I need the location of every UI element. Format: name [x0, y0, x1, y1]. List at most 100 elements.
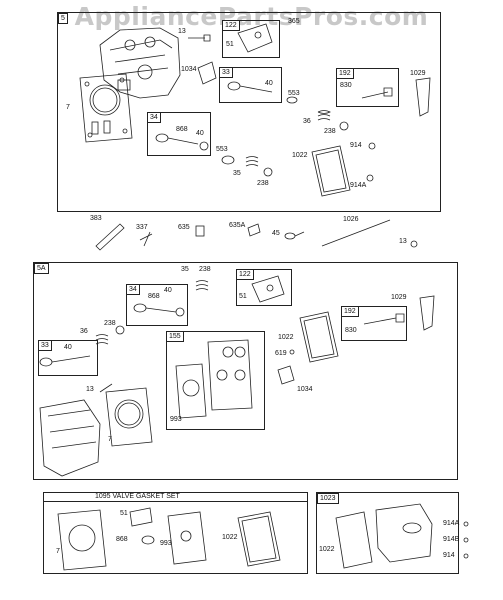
callout-tag-33-a: 33: [219, 67, 233, 78]
head-gasket-b-part: [105, 387, 153, 447]
set-gasket-993-part: [167, 511, 207, 565]
screw-914-part: [368, 142, 376, 150]
seal-553-part: [286, 96, 298, 104]
label-830-a: 830: [340, 82, 352, 89]
callout-tag-34-b: 34: [126, 284, 140, 295]
label-238-d: 238: [104, 320, 116, 327]
screw-914a-part: [366, 174, 374, 182]
label-51-c: 51: [120, 510, 128, 517]
label-868-c: 868: [116, 536, 128, 543]
callout-tag-122-a: 122: [222, 20, 240, 31]
bolt-13b-part: [410, 240, 418, 248]
label-914a: 914A: [350, 182, 367, 189]
label-1029-b: 1029: [391, 294, 407, 301]
cover-gasket-1022c-part: [335, 511, 373, 569]
label-7-b: 7: [108, 436, 112, 443]
head-gasket-part: [79, 73, 133, 143]
rocker-1029b-part: [419, 295, 435, 331]
rocker-122-a-part: [237, 23, 273, 53]
cap-238-part: [339, 121, 349, 131]
set-part-51: [129, 507, 153, 527]
spring-35-part: [245, 156, 259, 167]
label-868-b: 868: [148, 293, 160, 300]
cylinder-head-b-part: [39, 399, 101, 477]
callout-tag-155: 155: [166, 331, 184, 342]
label-914: 914: [350, 142, 362, 149]
label-45: 45: [272, 230, 280, 237]
section-5a-tag: 5A: [34, 263, 49, 274]
label-1022-d: 1022: [319, 546, 335, 553]
label-619: 619: [275, 350, 287, 357]
valve-gasket-set-title-underline: [43, 501, 308, 502]
label-40-d: 40: [64, 344, 72, 351]
gasket-set-155-part: [175, 339, 253, 419]
callout-box-192-a: [336, 68, 399, 107]
section-1023-tag: 1023: [317, 493, 339, 504]
label-830-b: 830: [345, 327, 357, 334]
label-337: 337: [136, 224, 148, 231]
bolt-13c-part: [99, 383, 113, 393]
label-51-b: 51: [239, 293, 247, 300]
valve-cover-1023-part: [375, 503, 433, 563]
label-914a-b: 914A: [443, 520, 460, 527]
label-35-b: 35: [181, 266, 189, 273]
valve-gasket-set-panel: [43, 492, 308, 574]
spring-36-part: [317, 110, 331, 121]
label-40-c: 40: [164, 287, 172, 294]
label-635: 635: [178, 224, 190, 231]
label-1022-c: 1022: [222, 534, 238, 541]
label-993-b: 993: [160, 540, 172, 547]
label-36-b: 36: [80, 328, 88, 335]
section-1023-panel: [316, 492, 459, 574]
spring-36b-part: [95, 334, 109, 345]
set-gasket-7-part: [57, 509, 107, 571]
label-40-a: 40: [265, 80, 273, 87]
section-5a-panel: [33, 262, 458, 480]
callout-box-122-a: [222, 20, 280, 58]
label-51-a: 51: [226, 41, 234, 48]
label-1026: 1026: [343, 216, 359, 223]
set-seal-868-part: [141, 535, 155, 545]
cap-238b-part: [263, 167, 273, 177]
screw-914a-b-part: [463, 521, 469, 527]
screw-914c-part: [463, 553, 469, 559]
label-553-b: 553: [216, 146, 228, 153]
label-635a: 635A: [229, 222, 246, 229]
pushrod-383-part: [95, 223, 125, 251]
valve-830-part: [361, 87, 393, 99]
spring-35b-part: [195, 280, 209, 291]
breather-1034b-part: [277, 365, 295, 385]
label-13-a: 13: [178, 28, 186, 35]
set-gasket-1022-part: [237, 511, 281, 567]
label-365: 365: [288, 18, 300, 25]
rocker-122-b-part: [251, 275, 285, 303]
label-13-b: 13: [399, 238, 407, 245]
bolt-13-part: [188, 34, 211, 42]
valve-45-part: [284, 231, 305, 240]
screw-914b-part: [463, 537, 469, 543]
callout-box-33-b: [38, 340, 98, 376]
label-868-a: 868: [176, 126, 188, 133]
valve-33-b-part: [39, 355, 91, 367]
callout-box-192-b: [341, 306, 407, 341]
label-36-a: 36: [303, 118, 311, 125]
label-1022-a: 1022: [292, 152, 308, 159]
gasket-1022b-part: [299, 311, 339, 363]
label-993-a: 993: [170, 416, 182, 423]
part-337: [139, 231, 153, 247]
label-1022-b: 1022: [278, 334, 294, 341]
label-383: 383: [90, 215, 102, 222]
label-553-a: 553: [288, 90, 300, 97]
valve-830b-part: [363, 313, 405, 325]
label-238-c: 238: [199, 266, 211, 273]
label-1029-a: 1029: [410, 70, 426, 77]
callout-tag-122-b: 122: [236, 269, 254, 280]
seal-553b-part: [221, 155, 235, 165]
label-914b: 914B: [443, 536, 460, 543]
label-1034-a: 1034: [181, 66, 197, 73]
part-635a: [247, 223, 261, 237]
section-5-panel: [57, 12, 441, 212]
callout-tag-192-b: 192: [341, 306, 359, 317]
callout-tag-34-a: 34: [147, 112, 161, 123]
